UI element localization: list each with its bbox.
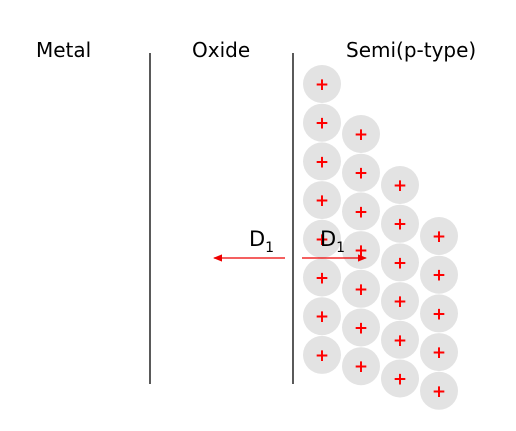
charge-circle bbox=[381, 320, 419, 359]
plus-sign: + bbox=[354, 319, 368, 339]
plus-sign: + bbox=[393, 176, 407, 196]
charge-circle bbox=[342, 231, 380, 270]
charge-circle bbox=[420, 371, 458, 410]
charge-circle bbox=[381, 204, 419, 243]
plus-sign: + bbox=[315, 152, 329, 172]
plus-sign: + bbox=[432, 343, 446, 363]
semi-field-subscript: 1 bbox=[336, 240, 345, 256]
oxide-field-letter: D bbox=[249, 227, 265, 251]
charge-circle bbox=[381, 359, 419, 398]
plus-sign: + bbox=[393, 215, 407, 235]
charge-circle bbox=[342, 347, 380, 386]
charge-circle bbox=[303, 297, 341, 336]
charge-circle bbox=[342, 153, 380, 192]
metal-label: Metal bbox=[36, 38, 91, 62]
plus-sign: + bbox=[354, 357, 368, 377]
plus-sign: + bbox=[315, 191, 329, 211]
charge-circle bbox=[420, 217, 458, 255]
charge-circle bbox=[381, 282, 419, 321]
plus-sign: + bbox=[393, 370, 407, 390]
charge-circle bbox=[303, 103, 341, 142]
charge-circle bbox=[303, 181, 341, 220]
charge-circle bbox=[342, 269, 380, 308]
plus-sign: + bbox=[354, 164, 368, 184]
oxide-label: Oxide bbox=[192, 38, 250, 62]
positive-charge-cloud: ++++++++++++++++++++++++++ bbox=[303, 65, 458, 410]
plus-sign: + bbox=[432, 266, 446, 286]
plus-sign: + bbox=[432, 304, 446, 324]
charge-circle bbox=[303, 142, 341, 181]
charge-circle bbox=[303, 65, 341, 103]
charge-circle bbox=[303, 219, 341, 258]
plus-sign: + bbox=[393, 253, 407, 273]
plus-sign: + bbox=[315, 346, 329, 366]
charge-circle bbox=[342, 115, 380, 153]
charge-circle bbox=[381, 243, 419, 282]
oxide-field-subscript: 1 bbox=[265, 240, 274, 256]
oxide-field-label: D1 bbox=[249, 227, 274, 256]
plus-sign: + bbox=[315, 114, 329, 134]
charge-circle bbox=[303, 258, 341, 297]
charge-circle bbox=[342, 192, 380, 231]
plus-sign: + bbox=[354, 125, 368, 145]
plus-sign: + bbox=[432, 382, 446, 402]
semi-field-label: D1 bbox=[320, 227, 345, 256]
plus-sign: + bbox=[315, 269, 329, 289]
plus-sign: + bbox=[315, 230, 329, 250]
charge-circle bbox=[420, 255, 458, 294]
plus-sign: + bbox=[432, 227, 446, 247]
charge-circle bbox=[303, 335, 341, 374]
plus-sign: + bbox=[354, 280, 368, 300]
charge-circle bbox=[342, 308, 380, 347]
plus-sign: + bbox=[315, 75, 329, 95]
semi-field-letter: D bbox=[320, 227, 336, 251]
plus-sign: + bbox=[354, 202, 368, 222]
plus-sign: + bbox=[393, 292, 407, 312]
charge-circle bbox=[420, 333, 458, 372]
semiconductor-label: Semi(p-type) bbox=[346, 38, 476, 62]
charge-circle bbox=[381, 166, 419, 204]
charge-circle bbox=[420, 294, 458, 333]
plus-sign: + bbox=[393, 331, 407, 351]
plus-sign: + bbox=[315, 307, 329, 327]
